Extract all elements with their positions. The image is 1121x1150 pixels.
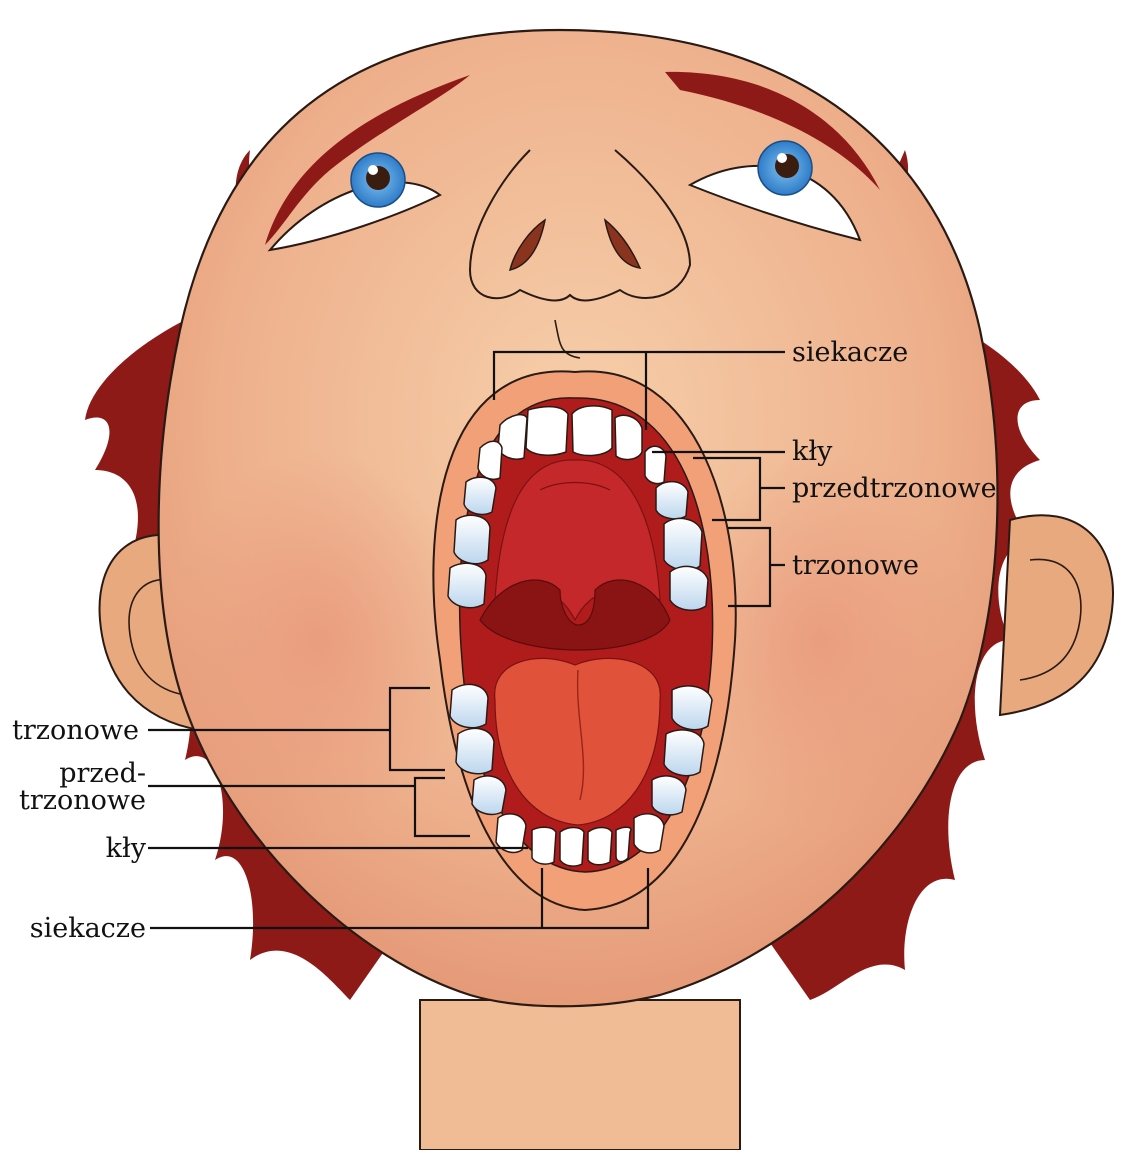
- label-upper-canines: kły: [792, 436, 833, 467]
- lower-molar: [456, 728, 494, 773]
- lower-canine: [634, 814, 664, 853]
- upper-molar: [670, 566, 708, 610]
- upper-incisor: [572, 406, 612, 456]
- lower-molar: [664, 730, 704, 776]
- lower-incisor: [532, 827, 556, 864]
- label-lower-incisors: siekacze: [30, 913, 146, 944]
- label-upper-molars: trzonowe: [792, 550, 919, 581]
- label-lower-canines: kły: [106, 833, 147, 864]
- upper-molar: [448, 563, 486, 607]
- label-upper-premolars: przedtrzonowe: [792, 473, 997, 504]
- lower-incisor: [588, 828, 612, 865]
- upper-molar: [454, 515, 490, 563]
- upper-molar: [664, 518, 702, 570]
- upper-premolar: [656, 482, 688, 519]
- lower-incisor: [560, 828, 584, 867]
- lower-premolar: [652, 776, 686, 815]
- upper-incisor: [615, 415, 642, 459]
- upper-canine: [478, 441, 502, 479]
- ear-right: [1000, 515, 1113, 715]
- cheek-left: [170, 450, 470, 830]
- label-upper-incisors: siekacze: [792, 337, 908, 368]
- neck: [420, 1000, 740, 1150]
- lower-premolar: [472, 776, 506, 815]
- lower-canine: [496, 814, 526, 853]
- lower-molar: [450, 684, 488, 727]
- label-lower-molars: trzonowe: [12, 715, 139, 746]
- label-lower-premolars-line2: trzonowe: [19, 785, 146, 816]
- upper-premolar: [464, 477, 496, 514]
- lower-incisor: [616, 827, 631, 861]
- lower-molar: [672, 686, 712, 730]
- upper-incisor: [526, 407, 568, 456]
